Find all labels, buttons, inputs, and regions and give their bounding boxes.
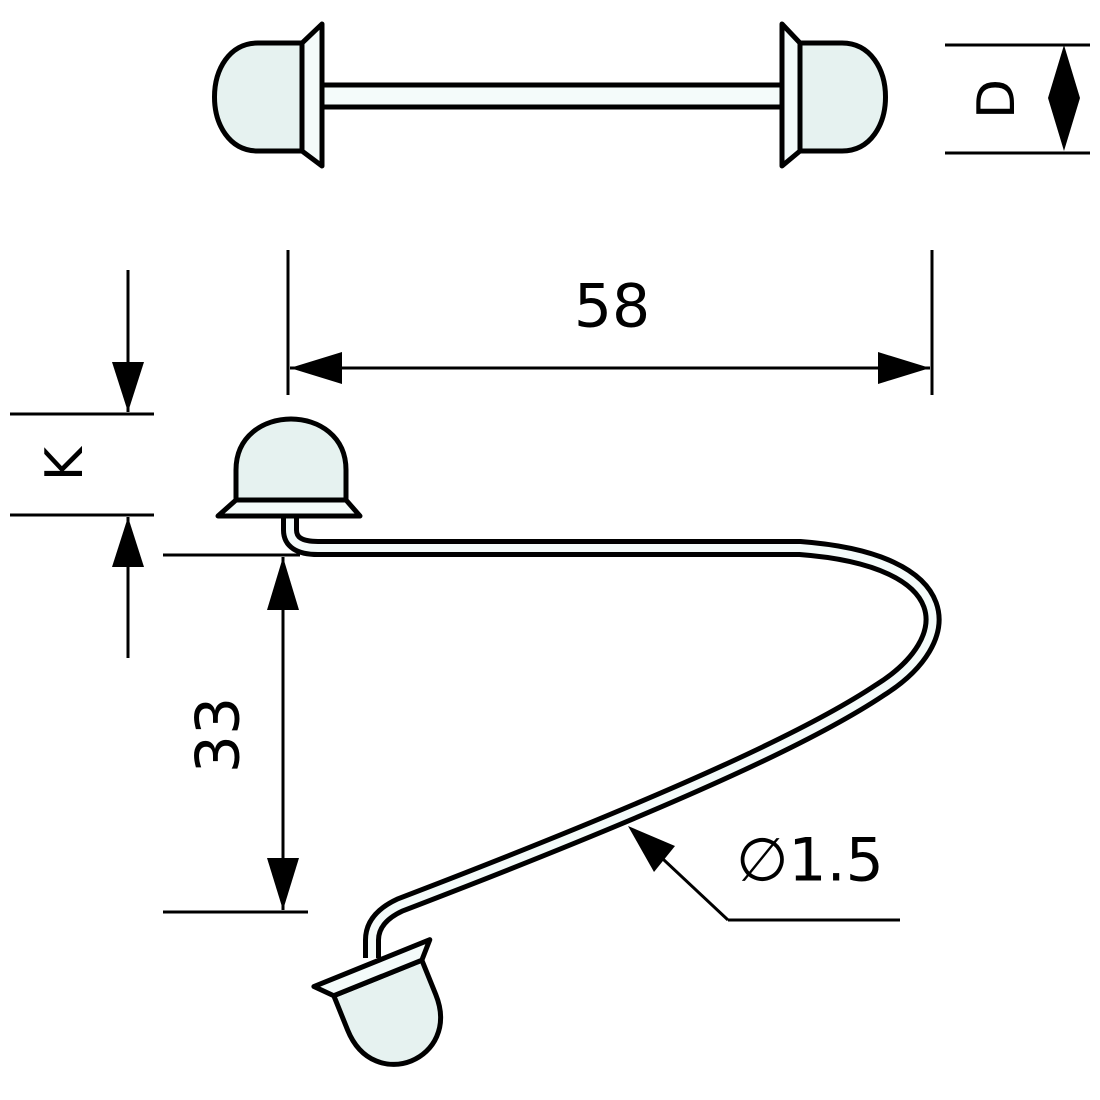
dimension-d: D — [945, 43, 1090, 155]
diamond-arrow-icon — [1048, 45, 1080, 151]
rod — [319, 82, 785, 110]
bottom-cap-flange — [311, 937, 433, 999]
wire-diameter-value: ∅1.5 — [736, 826, 884, 896]
dimension-33: 33 — [163, 553, 308, 914]
k-label: K — [35, 445, 95, 481]
dimension-k: K — [10, 270, 154, 658]
height-value: 33 — [184, 697, 254, 773]
length-value: 58 — [574, 272, 650, 342]
dimension-58: 58 — [286, 250, 934, 395]
top-cap-dome — [233, 416, 349, 503]
right-cap-dome — [797, 40, 888, 154]
top-cap-flange — [215, 497, 363, 519]
leader-arrow-icon — [628, 826, 675, 872]
left-cap-dome — [212, 40, 305, 154]
wire-diameter-callout: ∅1.5 — [628, 826, 900, 922]
d-label: D — [967, 79, 1027, 119]
side-view — [215, 416, 942, 1067]
left-cap-flange — [299, 21, 325, 169]
top-view — [212, 21, 888, 169]
right-cap-flange — [779, 21, 803, 169]
